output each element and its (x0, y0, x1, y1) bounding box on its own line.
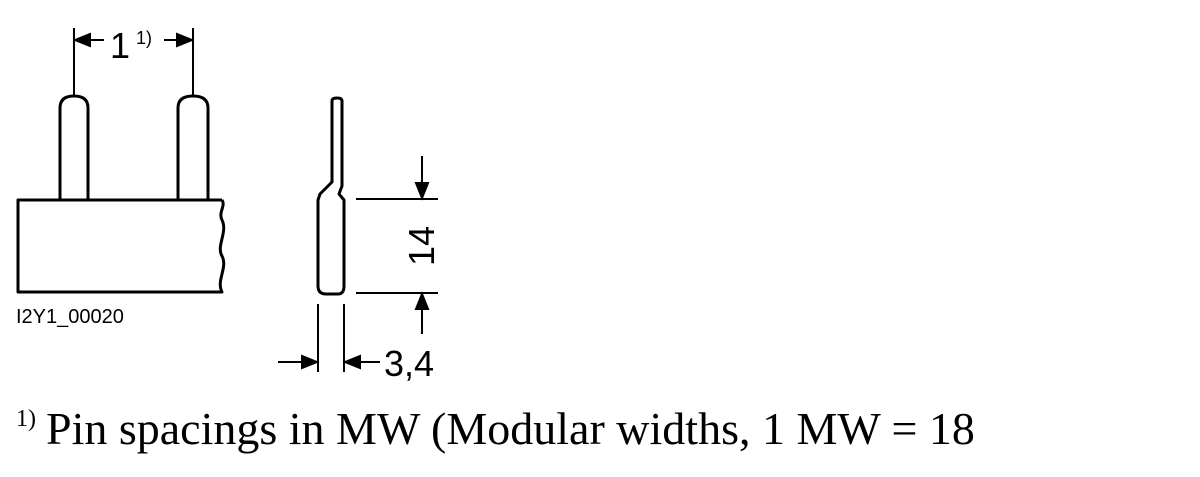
arrow-right-icon (176, 32, 195, 48)
arrow-left-icon (72, 32, 91, 48)
arrow-up-icon (414, 291, 430, 310)
busbar-base (16, 198, 226, 294)
pin-spacing-value: 1 (110, 25, 130, 66)
footnote-mark: 1) (16, 406, 36, 432)
height-value: 14 (401, 226, 442, 266)
footnote: 1) Pin spacings in MW (Modular widths, 1 … (16, 402, 975, 455)
pin-spacing-footnote-mark: 1) (136, 28, 152, 48)
busbar-side-profile (316, 96, 346, 296)
drawing-id: I2Y1_00020 (16, 306, 124, 328)
pin-right (176, 94, 210, 200)
thickness-value: 3,4 (384, 343, 434, 384)
arrow-left-icon (342, 354, 361, 370)
footnote-text: Pin spacings in MW (Modular widths, 1 MW… (46, 403, 975, 454)
arrow-down-icon (414, 182, 430, 201)
arrow-right-icon (301, 354, 320, 370)
pin-left (58, 94, 90, 200)
